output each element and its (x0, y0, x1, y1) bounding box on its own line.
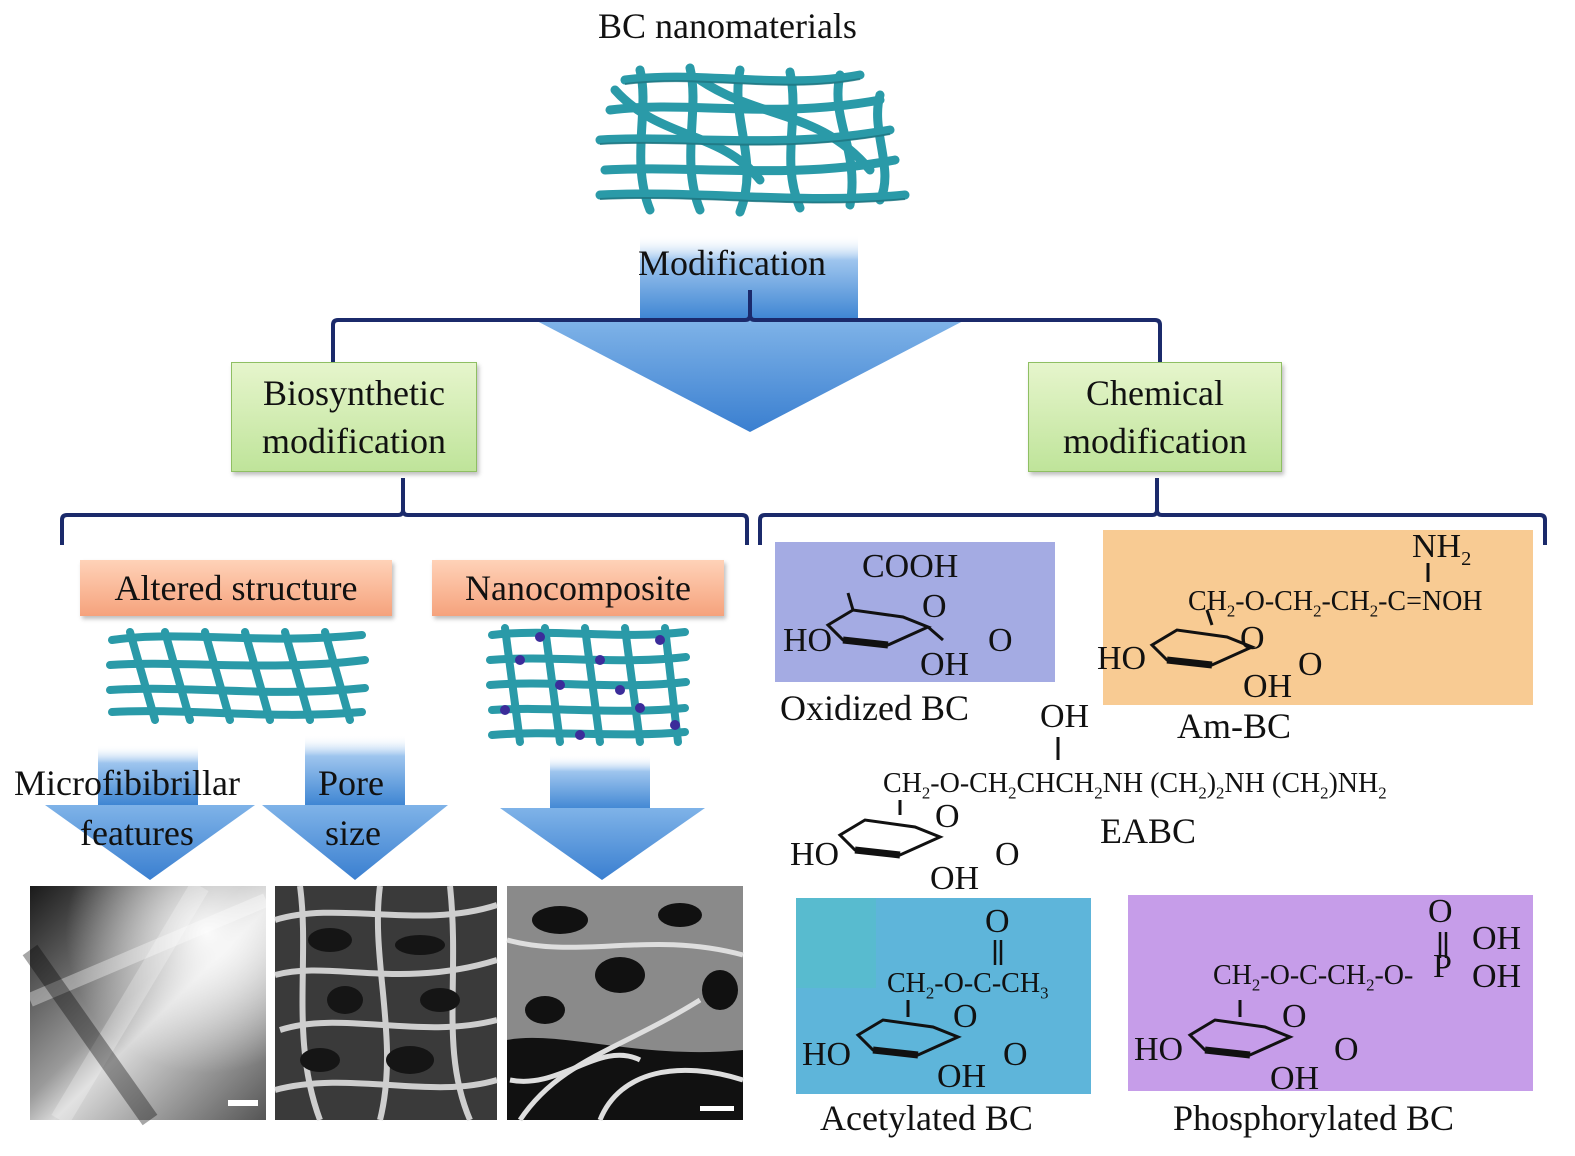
am-panel (1103, 530, 1533, 705)
phospho-ho: HO (1134, 1031, 1184, 1068)
phospho-chain: CH2-O-C-CH2-O- (1213, 960, 1414, 995)
oxidized-o-link: O (988, 622, 1013, 659)
altered-structure-label: Altered structure (114, 568, 358, 608)
acetyl-oh: OH (937, 1058, 987, 1095)
pore-label-1: Pore (318, 763, 384, 803)
biosynthetic-line2: modification (262, 421, 446, 461)
biosynthetic-bracket (60, 478, 749, 545)
sem-image-microfibrillar (22, 880, 269, 1126)
am-oh: OH (1243, 668, 1293, 705)
phosphorylated-bc-label: Phosphorylated BC (1173, 1098, 1455, 1138)
acetyl-ring-o: O (953, 998, 978, 1035)
pore-label-2: size (325, 813, 381, 853)
eabc-chain: CH2-O-CH2CHCH2NH (CH2)2NH (CH2)NH2 (883, 768, 1387, 803)
diagram-title: BC nanomaterials (598, 6, 857, 46)
acetyl-carbonyl-o: O (985, 903, 1010, 940)
glucose-ring-structures (825, 563, 1448, 1059)
altered-structure-box: Altered structure (80, 560, 392, 616)
phospho-o-link: O (1334, 1031, 1359, 1068)
nanocomposite-label: Nanocomposite (465, 568, 691, 608)
eabc-oh: OH (930, 860, 980, 897)
oxidized-bc-label: Oxidized BC (780, 688, 969, 728)
am-nh2: NH2 (1412, 528, 1472, 570)
microfibrillar-label-1: Microfibibrillar (14, 763, 240, 803)
am-chain: CH2-O-CH2-CH2-C=NOH (1188, 586, 1483, 621)
sem-image-nanocomposite (506, 886, 744, 1122)
phospho-p: P (1433, 948, 1452, 985)
sem-image-pore-size (274, 885, 498, 1122)
chemical-modification-box: Chemical modification (1028, 362, 1282, 472)
altered-structure-network (106, 628, 369, 724)
oxidized-ring-o: O (922, 588, 947, 625)
am-ring-o: O (1240, 620, 1265, 657)
am-bc-label: Am-BC (1177, 706, 1292, 746)
oxidized-panel (775, 542, 1055, 682)
acetyl-o-link: O (1003, 1036, 1028, 1073)
microfibrillar-label-2: features (80, 813, 194, 853)
biosynthetic-line1: Biosynthetic (263, 373, 445, 413)
feature-arrows (45, 735, 705, 880)
chemical-line2: modification (1063, 421, 1247, 461)
phospho-oh-1: OH (1472, 920, 1522, 957)
biosynthetic-modification-box: Biosynthetic modification (231, 362, 477, 472)
acetyl-ho: HO (802, 1036, 852, 1073)
eabc-label: EABC (1100, 811, 1197, 851)
eabc-o-link: O (995, 836, 1020, 873)
nanocomposite-box: Nanocomposite (432, 560, 724, 616)
modification-label: Modification (638, 243, 826, 283)
oxidized-ho: HO (783, 622, 833, 659)
bc-network-illustration (595, 63, 910, 217)
phospho-o-top: O (1428, 893, 1453, 930)
eabc-ring-o: O (935, 798, 960, 835)
oxidized-cooh: COOH (862, 548, 959, 585)
nanocomposite-network (486, 624, 690, 746)
acetylated-bc-label: Acetylated BC (820, 1098, 1033, 1138)
eabc-oh-top: OH (1040, 698, 1090, 735)
acetyl-chain: CH2-O-C-CH3 (887, 968, 1049, 1003)
am-o-link: O (1298, 646, 1323, 683)
chemical-line1: Chemical (1086, 373, 1224, 413)
phospho-oh-2: OH (1472, 958, 1522, 995)
eabc-ho: HO (790, 836, 840, 873)
phospho-ring-o: O (1282, 998, 1307, 1035)
top-bracket (331, 290, 1162, 362)
oxidized-oh: OH (920, 646, 970, 683)
chemical-bracket (758, 478, 1547, 545)
modification-arrow-head (535, 320, 965, 432)
phospho-oh: OH (1270, 1060, 1320, 1097)
am-ho: HO (1097, 640, 1147, 677)
phosphorylated-panel (1128, 895, 1533, 1091)
